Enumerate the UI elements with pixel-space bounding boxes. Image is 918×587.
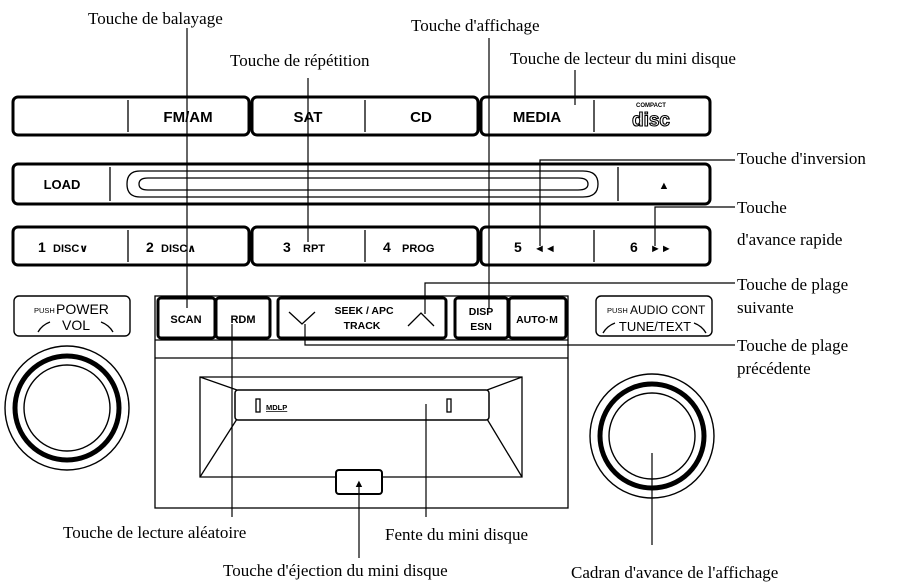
preset-5-label: ◄◄ [534,243,556,255]
cd-label: CD [410,109,432,126]
audio-tune-label-plate [595,295,713,337]
source-group-left [11,95,251,137]
callouts: Touche de balayage Touche d'affichage To… [63,9,866,582]
power-volume-knob[interactable] [4,345,130,471]
fm-am-label: FM/AM [163,109,212,126]
mdlp-logo: MDLP [266,403,287,412]
disp-label: DISP [469,306,494,318]
preset-4-number: 4 [383,239,391,255]
media-label: MEDIA [513,109,562,126]
audio-tune-knob-group: PUSH AUDIO CONT TUNE/TEXT [589,295,715,499]
display-button[interactable]: DISP ESN [453,296,510,340]
seek-label-line1: SEEK / APC [334,305,394,317]
row-cd-slot: LOAD ▲ [11,162,712,206]
rdm-label: RDM [230,314,255,326]
random-button-frame [214,296,272,340]
callout-repeat-key: Touche de répétition [230,51,370,70]
esn-label: ESN [470,321,492,333]
md-deck: SCAN RDM SEEK / APC TRACK DISP ESN AUTO·… [154,295,569,509]
left-push-text: PUSH [34,306,55,315]
cd-button[interactable]: CD [410,109,432,126]
power-volume-knob-group: PUSH POWER VOL [4,295,131,471]
callout-ff-line2: d'avance rapide [737,230,842,249]
seek-track-button-frame [276,296,448,340]
preset-4-program-button[interactable]: 4 PROG [383,239,434,255]
callout-scan-key: Touche de balayage [88,9,223,28]
callout-md-player-key: Touche de lecteur du mini disque [510,49,736,68]
audio-cont-text: AUDIO CONT [630,303,706,317]
logo-disc-text: disc [632,110,670,131]
cd-eject-button[interactable]: ▲ [659,180,670,192]
right-push-text: PUSH [607,306,628,315]
power-text: POWER [56,301,109,317]
leader-lines [186,28,735,558]
callout-next-track-line1: Touche de plage [737,275,848,294]
random-button[interactable]: RDM [214,296,272,340]
preset-3-number: 3 [283,239,291,255]
auto-memory-button-frame [507,296,568,340]
audio-tune-knob[interactable] [589,373,715,499]
preset-6-number: 6 [630,239,638,255]
callout-ff-line1: Touche [737,198,787,217]
cd-slot [126,170,599,198]
preset-4-label: PROG [402,243,434,255]
callout-random-key: Touche de lecture aléatoire [63,523,246,542]
logo-compact-text: COMPACT [636,103,666,109]
tune-text-text: TUNE/TEXT [619,319,691,334]
callout-prev-track-line2: précédente [737,359,811,378]
preset-6-label: ►► [650,243,672,255]
scan-label: SCAN [170,314,201,326]
preset-group-right [479,225,712,267]
compact-disc-logo: COMPACT disc [631,103,671,132]
preset-1-number: 1 [38,239,46,255]
callout-prev-track-line1: Touche de plage [737,336,848,355]
auto-m-label: AUTO·M [516,314,558,326]
seek-label-line2: TRACK [344,320,381,332]
callout-md-eject-key: Touche d'éjection du mini disque [223,561,448,580]
cd-eject-icon: ▲ [659,180,670,192]
preset-3-repeat-button[interactable]: 3 RPT [283,239,325,255]
cd-slot-inner [138,177,589,191]
media-button[interactable]: MEDIA [513,109,562,126]
row-presets: 1 DISC∨ 2 DISC∧ 3 RPT 4 PROG 5 ◄◄ 6 ►► [11,225,712,267]
seek-track-button[interactable]: SEEK / APC TRACK [276,296,448,340]
callout-display-dial: Cadran d'avance de l'affichage [571,563,778,582]
preset-1-label: DISC∨ [53,243,88,255]
callout-display-key: Touche d'affichage [411,16,540,35]
load-button[interactable]: LOAD [44,177,81,192]
cd-slot-panel [11,162,712,206]
preset-2-number: 2 [146,239,154,255]
preset-5-number: 5 [514,239,522,255]
callout-next-track-line2: suivante [737,298,794,317]
load-label: LOAD [44,177,81,192]
preset-1-disc-down-button[interactable]: 1 DISC∨ [38,239,88,255]
track-up-icon [407,312,435,327]
source-group-right [479,95,712,137]
callout-md-slot: Fente du mini disque [385,525,528,544]
callout-reverse-key: Touche d'inversion [737,149,866,168]
auto-memory-button[interactable]: AUTO·M [507,296,568,340]
preset-2-label: DISC∧ [161,243,196,255]
preset-3-label: RPT [303,243,325,255]
row-source-buttons: FM/AM SAT CD MEDIA COMPACT disc [11,95,712,137]
preset-group-left [11,225,251,267]
md-eject-icon: ▲ [354,478,365,490]
track-down-icon [288,311,316,325]
fm-am-button[interactable]: FM/AM [163,109,212,126]
vol-text: VOL [62,317,90,333]
